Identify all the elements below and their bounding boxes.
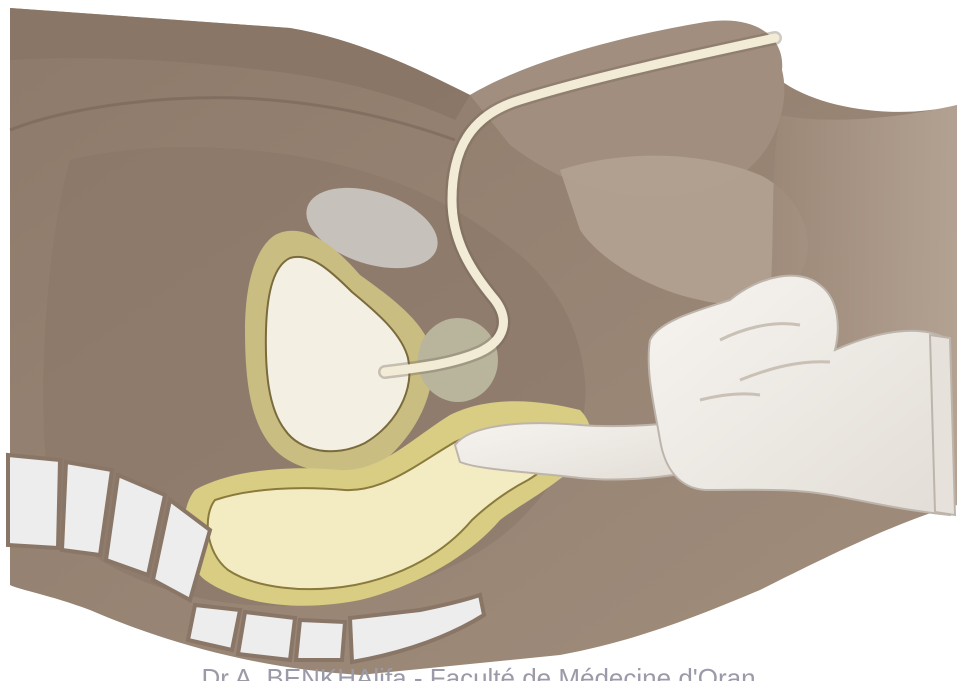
bone-icon <box>8 455 60 548</box>
bone-icon <box>296 620 345 660</box>
glove-cuff <box>930 335 955 515</box>
bone-icon <box>188 605 240 650</box>
author-caption: Dr A. BENKHAlifa - Faculté de Médecine d… <box>0 663 957 681</box>
bone-icon <box>238 612 295 660</box>
